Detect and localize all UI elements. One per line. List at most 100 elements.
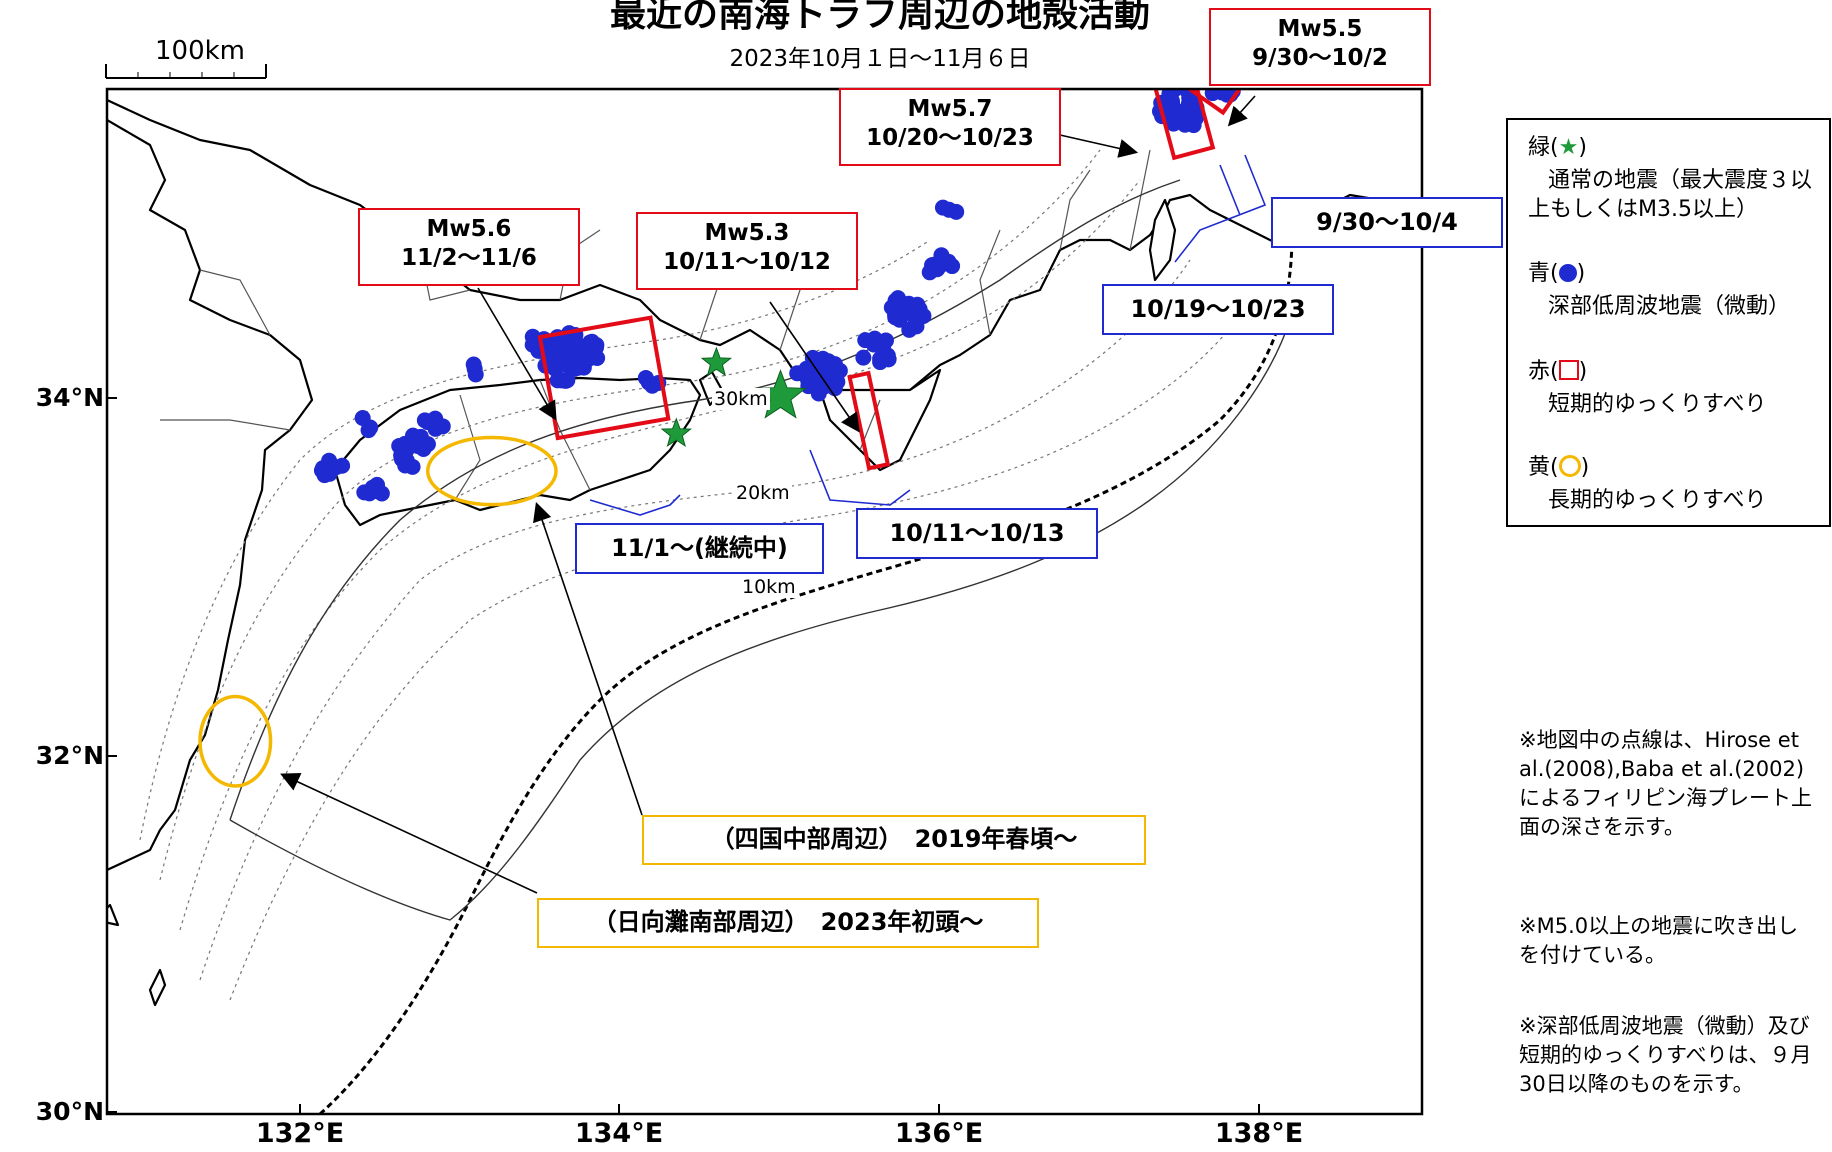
tremor-dot bbox=[586, 347, 603, 364]
callout-mw57: Mw5.7 10/20～10/23 bbox=[839, 88, 1061, 166]
callout-shikoku: （四国中部周辺） 2019年春頃～ bbox=[642, 815, 1146, 865]
earthquake-star-icon bbox=[700, 346, 733, 377]
callout-mag: Mw5.7 bbox=[907, 96, 993, 122]
border-line bbox=[160, 419, 291, 431]
callout-period: 9/30～10/2 bbox=[1252, 45, 1388, 71]
slow-slip-rect bbox=[1187, 89, 1256, 116]
legend-yellow-desc: 長期的ゆっくりすべり bbox=[1548, 488, 1767, 513]
legend-green-head: 緑(★) bbox=[1528, 135, 1587, 160]
tremor-bracket bbox=[589, 494, 681, 516]
page-title: 最近の南海トラフ周辺の地殻活動 bbox=[609, 0, 1150, 35]
legend-yellow-head: 黄() bbox=[1528, 455, 1590, 480]
callout-mag: Mw5.5 bbox=[1277, 16, 1363, 42]
earthquake-star-icon bbox=[660, 417, 692, 448]
tremor-dot bbox=[543, 346, 560, 363]
border-line bbox=[454, 394, 481, 501]
lat-label-30: 30°N bbox=[35, 1097, 104, 1126]
tremor-dot bbox=[551, 334, 568, 351]
depth-contour-20km bbox=[199, 259, 1191, 981]
small-island-2 bbox=[107, 903, 120, 927]
callout-mw56: Mw5.6 11/2～11/6 bbox=[358, 208, 580, 286]
plate-depth-contours bbox=[139, 149, 1251, 1001]
border-line bbox=[1059, 169, 1091, 251]
tremor-dot bbox=[1171, 111, 1188, 128]
lon-label-134: 134°E bbox=[574, 1118, 664, 1149]
tremor-dot bbox=[368, 482, 385, 499]
tremor-dot bbox=[398, 442, 415, 459]
callout-tremor-1: 9/30～10/4 bbox=[1271, 197, 1503, 248]
tremor-dot bbox=[465, 356, 482, 373]
tremor-dot bbox=[1204, 89, 1221, 102]
border-line bbox=[1129, 149, 1151, 251]
tremor-dot bbox=[889, 290, 906, 307]
callout-hyuga: （日向灘南部周辺） 2023年初頭～ bbox=[537, 898, 1039, 948]
tremor-dot bbox=[427, 420, 444, 437]
tremor-dot bbox=[929, 261, 946, 278]
callout-mw53: Mw5.3 10/11～10/12 bbox=[636, 212, 858, 290]
arrow-hyuga bbox=[280, 773, 538, 894]
tremor-dot bbox=[872, 354, 889, 371]
legend-blue-head: 青() bbox=[1528, 261, 1586, 286]
legend: 緑(★) 通常の地震（最大震度３以上もしくはM3.5以上） 青() 深部低周波地… bbox=[1506, 118, 1831, 527]
note-callouts: ※M5.0以上の地震に吹き出しを付けている。 bbox=[1519, 914, 1799, 967]
callout-period: 11/2～11/6 bbox=[401, 245, 537, 271]
tremor-dot bbox=[334, 457, 351, 474]
border-line bbox=[539, 379, 591, 491]
lon-label-136: 136°E bbox=[894, 1118, 984, 1149]
callout-period: 10/11～10/12 bbox=[663, 249, 831, 275]
tremor-bracket bbox=[1174, 154, 1267, 263]
tremor-dot bbox=[1163, 92, 1180, 109]
star-icon: ★ bbox=[1558, 135, 1579, 160]
tremor-layer bbox=[313, 89, 1241, 502]
square-icon bbox=[1558, 360, 1579, 380]
depth-contour-30km bbox=[179, 179, 1141, 931]
tremor-dot bbox=[415, 441, 432, 458]
border-line bbox=[979, 229, 1001, 336]
map-frame bbox=[105, 87, 1424, 1116]
scale-label: 100km bbox=[154, 36, 245, 66]
callout-mw55: Mw5.5 9/30～10/2 bbox=[1209, 8, 1431, 86]
tremor-dot bbox=[940, 253, 957, 270]
tremor-dot bbox=[583, 333, 600, 350]
scale-bar bbox=[105, 64, 267, 79]
note-contours: ※地図中の点線は、Hirose et al.(2008),Baba et al.… bbox=[1519, 728, 1812, 839]
legend-red-desc: 短期的ゆっくりすべり bbox=[1548, 392, 1767, 417]
slab-outline bbox=[229, 319, 1291, 921]
arrow-mw56 bbox=[477, 287, 557, 421]
axis-ticks bbox=[107, 397, 1260, 1114]
arrow-shikoku bbox=[533, 501, 643, 816]
contour-label-30km: 30km bbox=[712, 388, 770, 410]
legend-blue-desc: 深部低周波地震（微動） bbox=[1548, 294, 1791, 319]
depth-contour-40km bbox=[159, 149, 1101, 881]
tremor-dot bbox=[896, 305, 913, 322]
kyushu-coast bbox=[107, 118, 314, 872]
tremor-dot bbox=[941, 201, 958, 218]
slow-slip-rect bbox=[1147, 89, 1216, 161]
tremor-dot bbox=[815, 352, 832, 369]
callout-mag: Mw5.6 bbox=[426, 216, 512, 242]
dot-icon bbox=[1558, 264, 1577, 282]
callout-tremor-2: 10/19～10/23 bbox=[1102, 284, 1334, 335]
tremor-dot bbox=[877, 332, 894, 349]
tremor-dot bbox=[362, 419, 379, 436]
callout-period: 10/20～10/23 bbox=[866, 125, 1034, 151]
callout-arrows bbox=[280, 95, 1256, 894]
lat-label-32: 32°N bbox=[35, 741, 104, 770]
note-period: ※深部低周波地震（微動）及び短期的ゆっくりすべりは、９月30日以降のものを示す。 bbox=[1519, 1014, 1812, 1096]
plate-boundary-line bbox=[229, 179, 1181, 821]
tremor-bracket bbox=[809, 449, 911, 506]
tremor-dot bbox=[855, 349, 872, 366]
tremor-dot bbox=[810, 385, 827, 402]
tremor-dot bbox=[906, 317, 923, 334]
period-subtitle: 2023年10月１日～11月６日 bbox=[729, 46, 1031, 72]
long-term-slip-ellipse bbox=[198, 694, 273, 788]
arrow-mw53 bbox=[769, 301, 860, 433]
tremor-dot bbox=[637, 369, 654, 386]
callout-mag: Mw5.3 bbox=[704, 220, 790, 246]
border-line bbox=[199, 269, 271, 336]
ring-icon bbox=[1558, 455, 1581, 477]
tremor-bracket-layer bbox=[589, 154, 1267, 516]
contour-label-10km: 10km bbox=[740, 576, 798, 598]
tremor-bracket bbox=[1219, 164, 1241, 216]
long-term-slip-layer bbox=[198, 435, 558, 788]
